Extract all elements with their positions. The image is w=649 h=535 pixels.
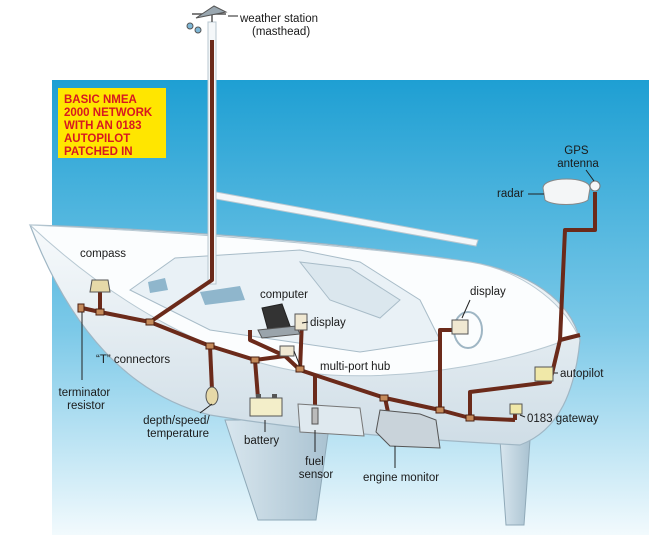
- cabin-window: [200, 286, 245, 305]
- radar-icon: [542, 178, 591, 205]
- svg-text:GPS antenna: GPS antenna: [557, 145, 599, 170]
- weather-station-label: weather station: [239, 13, 318, 25]
- weather-station-icon: [186, 5, 228, 34]
- fuel-sensor-label: fuel: [305, 456, 324, 468]
- computer-label: computer: [260, 289, 308, 301]
- helm-display-label: display: [470, 286, 506, 298]
- laptop-computer-icon: [257, 303, 301, 339]
- title-line: AUTOPILOT: [64, 133, 130, 145]
- depth-transducer-icon: [205, 386, 219, 406]
- gps-antenna-label: antenna: [557, 158, 599, 170]
- autopilot-icon: [534, 366, 554, 382]
- helm-display-icon: [451, 319, 469, 335]
- t-connectors-label: “T” connectors: [96, 354, 170, 366]
- gateway-icon: [509, 403, 523, 415]
- battery-label: battery: [244, 435, 279, 447]
- boom: [215, 191, 479, 247]
- depth-label: depth/speed/: [143, 415, 210, 427]
- cabin-window: [148, 278, 168, 293]
- fuel-tank-icon: [297, 403, 365, 437]
- title-box: [58, 88, 166, 158]
- gps-antenna-icon: [589, 180, 601, 192]
- title-line: BASIC NMEA: [64, 94, 137, 106]
- terminator-resistor-icon: [77, 303, 85, 313]
- engine-icon: [375, 409, 441, 449]
- svg-text:terminator resistor: terminator resistor: [59, 387, 114, 412]
- nmea-cable: [81, 40, 597, 422]
- svg-text:BASIC NMEA 2000 NETWORK: BASIC NMEA 2000 NETWORK WITH AN 0183 AUT…: [64, 94, 155, 158]
- engine-monitor-label: engine monitor: [363, 472, 439, 484]
- compass-label: compass: [80, 248, 126, 260]
- multi-port-hub-label: multi-port hub: [320, 361, 390, 373]
- title-line: PATCHED IN: [64, 146, 133, 158]
- leader-lines: [81, 15, 595, 468]
- title-line: WITH AN 0183: [64, 120, 142, 132]
- gateway-label: 0183 gateway: [527, 413, 599, 425]
- autopilot-label: autopilot: [560, 368, 604, 380]
- t-connectors: [95, 308, 475, 422]
- display-label: display: [310, 317, 346, 329]
- terminator-label: resistor: [67, 400, 105, 412]
- gps-antenna-label: GPS: [564, 145, 589, 157]
- title-line: 2000 NETWORK: [64, 107, 153, 119]
- svg-text:weather station (masthead): weather station (masthead): [239, 13, 321, 38]
- terminator-label: terminator: [59, 387, 111, 399]
- fuel-sensor-label: sensor: [299, 469, 334, 481]
- battery-icon: [249, 394, 283, 417]
- multi-port-hub-icon: [279, 345, 295, 357]
- weather-station-label: (masthead): [252, 26, 310, 38]
- fuel-sensor-icon: [311, 407, 319, 425]
- depth-label: temperature: [147, 428, 209, 440]
- svg-text:fuel sensor: fuel sensor: [299, 456, 334, 481]
- svg-text:depth/speed/ temperature: depth/speed/ temperature: [143, 415, 213, 440]
- radar-label: radar: [497, 188, 524, 200]
- companionway: [298, 261, 401, 319]
- compass-icon: [89, 279, 111, 293]
